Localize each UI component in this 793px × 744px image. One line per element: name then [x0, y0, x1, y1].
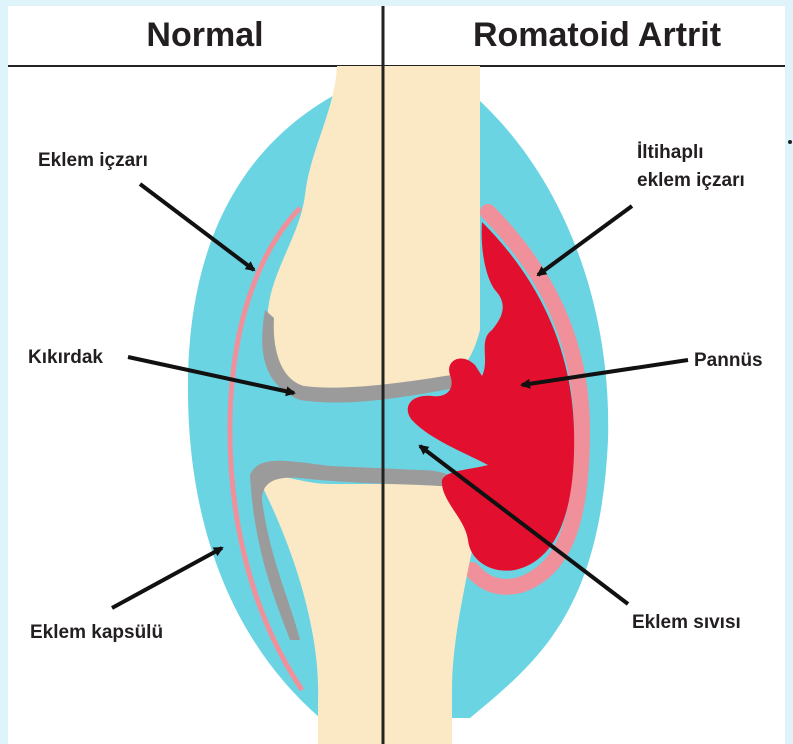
label-pannus: Pannüs: [694, 350, 763, 371]
stray-dot: [788, 140, 792, 144]
label-kikirdak: Kıkırdak: [28, 347, 103, 368]
header-romatoid-artrit: Romatoid Artrit: [473, 16, 721, 54]
label-iltihapli-line2: eklem içzarı: [637, 170, 745, 191]
label-eklem-sivisi: Eklem sıvısı: [632, 612, 741, 633]
header-normal: Normal: [146, 16, 263, 54]
label-iltihapli-line1: İltihaplı: [637, 142, 704, 163]
label-eklem-kapsulu: Eklem kapsülü: [30, 622, 163, 643]
label-eklem-iczari: Eklem içzarı: [38, 150, 148, 171]
